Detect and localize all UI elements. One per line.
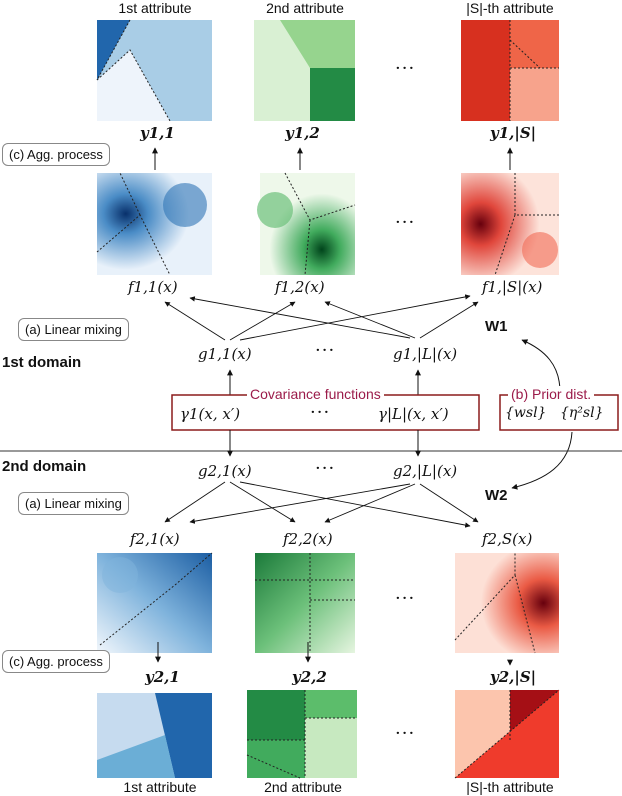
mixing-arrows-domain2 [164,481,479,528]
mixing-arrows-domain1 [164,294,479,341]
y11-map [96,19,212,122]
label-g11: g1,1(x) [198,345,252,363]
ellipsis-row7: ··· [395,723,416,744]
covariance-functions-label: Covariance functions [247,386,384,402]
label-W1: W1 [485,318,508,335]
f11-map [96,172,212,276]
label-y11: y1,1 [140,124,175,142]
label-y2S: y2,|S| [490,668,537,686]
ellipsis-row3: ··· [315,340,336,361]
label-g1L: g1,|L|(x) [393,345,458,363]
ellipsis-row1: ··· [395,58,416,79]
f21-map [97,552,213,653]
f2S-map [454,553,559,654]
label-f21: f2,1(x) [130,530,180,548]
label-g2L: g2,|L|(x) [393,462,458,480]
label-W2: W2 [485,487,508,504]
label-y1S: y1,|S| [490,124,537,142]
attr-header-1-top: 1st attribute [118,0,192,16]
prior-dist-label: (b) Prior dist. [508,386,595,402]
domain-1-label: 1st domain [2,354,82,371]
y2S-map [454,689,560,779]
y12-map [254,20,355,121]
label-wsl: {wsl} [505,405,547,421]
label-f12: f1,2(x) [275,278,325,296]
label-y21: y2,1 [145,668,180,686]
y22-map [246,690,357,779]
label-f2S: f2,S(x) [482,530,533,548]
attr-header-2-top: 2nd attribute [266,0,344,16]
label-f22: f2,2(x) [283,530,333,548]
f1S-map [461,173,559,276]
linear-mixing-callout-1: (a) Linear mixing [18,318,129,341]
domain-2-label: 2nd domain [2,458,87,475]
attr-header-S-top: |S|-th attribute [466,0,554,16]
ellipsis-row4: ··· [310,402,331,423]
f12-map [257,172,356,276]
label-f11: f1,1(x) [128,278,178,296]
agg-process-callout-1: (c) Agg. process [2,143,110,166]
f22-map [255,553,355,653]
label-y12: y1,2 [285,124,320,142]
y1S-map [461,20,559,121]
label-y22: y2,2 [292,668,327,686]
label-g21: g2,1(x) [198,462,252,480]
label-f1S: f1,|S|(x) [482,278,543,296]
ellipsis-row6: ··· [395,588,416,609]
y21-map [97,693,212,778]
attr-header-2-bottom: 2nd attribute [264,779,342,795]
attr-header-1-bottom: 1st attribute [123,779,197,795]
label-gamma1: γ1(x, x′) [180,405,241,423]
agg-process-callout-2: (c) Agg. process [2,650,110,673]
linear-mixing-callout-2: (a) Linear mixing [18,492,129,515]
ellipsis-row2: ··· [395,212,416,233]
ellipsis-row5: ··· [315,458,336,479]
attr-header-S-bottom: |S|-th attribute [466,779,554,795]
label-gammaL: γ|L|(x, x′) [378,405,449,423]
label-eta: {η²sl} [560,405,604,421]
